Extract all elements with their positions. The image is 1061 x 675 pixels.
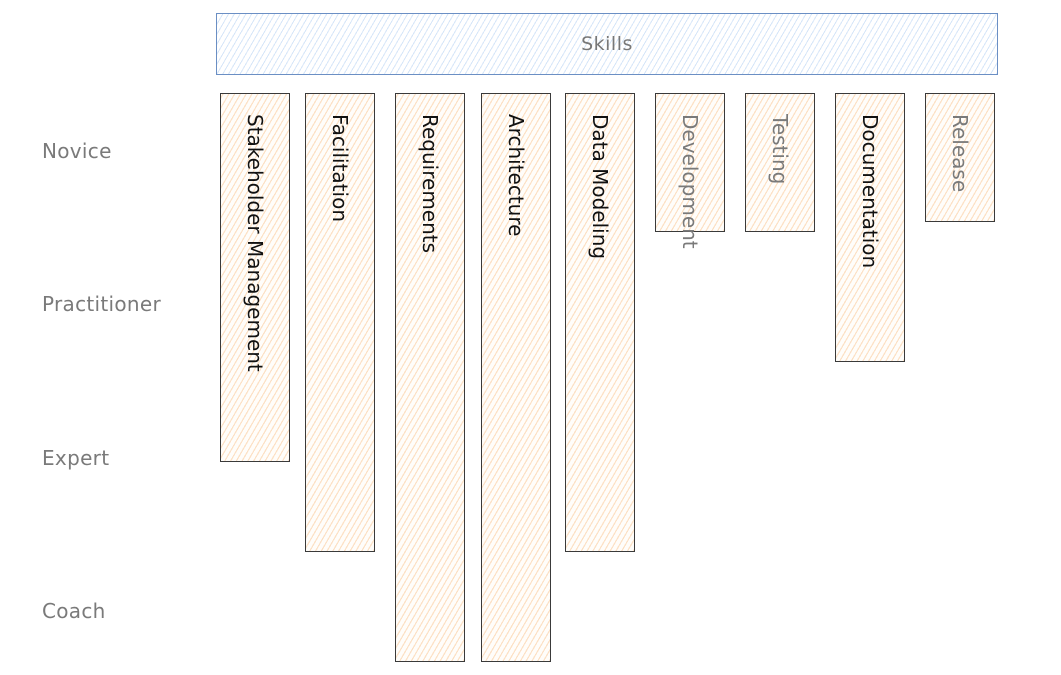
skill-bar-label: Testing <box>768 114 792 185</box>
skill-bar-facilitation: Facilitation <box>305 93 375 552</box>
skill-bar-label: Requirements <box>418 114 442 254</box>
skill-bar-stakeholder-management: Stakeholder Management <box>220 93 290 462</box>
skill-bar-label: Architecture <box>504 114 528 237</box>
skill-bar-testing: Testing <box>745 93 815 232</box>
skill-bar-data-modeling: Data Modeling <box>565 93 635 552</box>
skill-bar-label: Release <box>948 114 972 193</box>
level-label-practitioner: Practitioner <box>42 292 162 316</box>
skill-bar-development: Development <box>655 93 725 249</box>
skill-bar-label: Documentation <box>858 114 882 269</box>
level-label-expert: Expert <box>42 446 110 470</box>
skills-header-label: Skills <box>581 33 633 55</box>
skill-bar-release: Release <box>925 93 995 222</box>
skill-bar-label: Stakeholder Management <box>243 114 267 372</box>
skill-bar-documentation: Documentation <box>835 93 905 362</box>
skill-bar-label: Data Modeling <box>588 114 612 260</box>
skill-bar-architecture: Architecture <box>481 93 551 662</box>
skills-header-box: Skills <box>216 13 998 75</box>
level-label-novice: Novice <box>42 139 112 163</box>
skill-bar-label: Facilitation <box>328 114 352 222</box>
skill-bar-requirements: Requirements <box>395 93 465 662</box>
skill-bar-label: Development <box>678 114 702 249</box>
level-label-coach: Coach <box>42 599 106 623</box>
